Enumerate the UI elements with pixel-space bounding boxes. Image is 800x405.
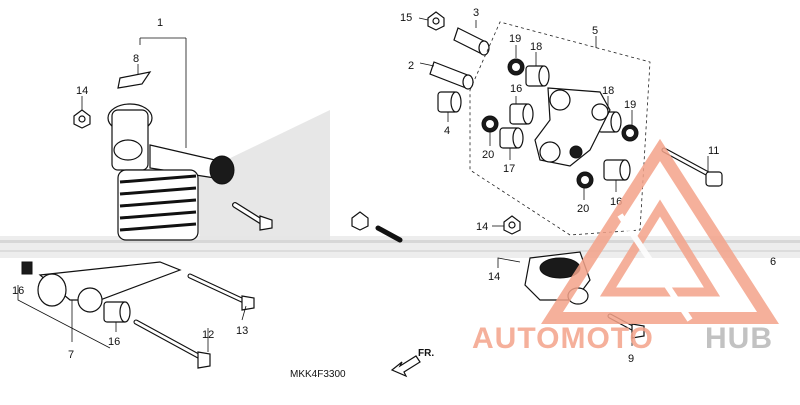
linkage-arm — [21, 261, 182, 313]
nut-center — [351, 211, 403, 243]
callout-9: 9 — [628, 353, 634, 365]
callout-19a: 19 — [509, 33, 521, 45]
bearing-17 — [499, 127, 524, 149]
callout-14c: 14 — [488, 271, 500, 283]
bolt-11 — [661, 147, 723, 187]
bolt-under-shock — [232, 202, 273, 231]
watermark: AUTOMOTO HUB — [472, 138, 779, 355]
callout-17: 17 — [503, 163, 515, 175]
callout-14b: 14 — [476, 221, 488, 233]
callout-16a: 16 — [12, 285, 24, 297]
callouts: 1 2 3 4 5 6 7 8 9 11 12 13 14 14 14 15 1… — [12, 7, 776, 365]
collar-2 — [429, 61, 474, 90]
watermark-brand-part2: HUB — [705, 322, 773, 355]
callout-16c: 16 — [510, 83, 522, 95]
callout-8: 8 — [133, 53, 139, 65]
bushing-16-right — [603, 159, 631, 181]
bearing-18a — [525, 65, 550, 87]
callout-16b: 16 — [108, 336, 120, 348]
callout-13: 13 — [236, 325, 248, 337]
callout-2: 2 — [408, 60, 414, 72]
callout-20a: 20 — [482, 149, 494, 161]
shock-absorber — [107, 103, 235, 241]
callout-4: 4 — [444, 125, 450, 137]
callout-18b: 18 — [602, 85, 614, 97]
callout-1: 1 — [157, 17, 163, 29]
watermark-brand-part1: AUTOMOTO — [472, 322, 654, 355]
watermark-triangle-logo — [541, 138, 779, 324]
nut-14a — [73, 109, 91, 129]
collar-3 — [453, 27, 490, 56]
callout-18a: 18 — [530, 41, 542, 53]
callout-20b: 20 — [577, 203, 589, 215]
direction-label: FR. — [418, 348, 434, 359]
diagram-code: MKK4F3300 — [290, 369, 346, 380]
callout-3: 3 — [473, 7, 479, 19]
callout-15: 15 — [400, 12, 412, 24]
collar-4 — [437, 91, 462, 113]
direction-arrow: FR. — [390, 348, 434, 378]
callout-14a: 14 — [76, 85, 88, 97]
callout-7: 7 — [68, 349, 74, 361]
callout-12: 12 — [202, 329, 214, 341]
leader-lines — [17, 17, 709, 352]
callout-19b: 19 — [624, 99, 636, 111]
dotted-background — [195, 110, 330, 240]
bolt-12 — [133, 319, 211, 369]
nut-15 — [427, 11, 445, 31]
nut-14b — [503, 215, 521, 235]
bolt-13 — [187, 273, 255, 311]
bushing-16-upper — [509, 103, 534, 125]
linkage-plate-5 — [534, 87, 611, 167]
bushing-16-lower — [103, 301, 131, 323]
group-frame-5 — [469, 21, 651, 236]
callout-5: 5 — [592, 25, 598, 37]
callout-11: 11 — [708, 145, 719, 157]
decal-label — [117, 71, 152, 89]
callout-6: 6 — [770, 256, 776, 268]
